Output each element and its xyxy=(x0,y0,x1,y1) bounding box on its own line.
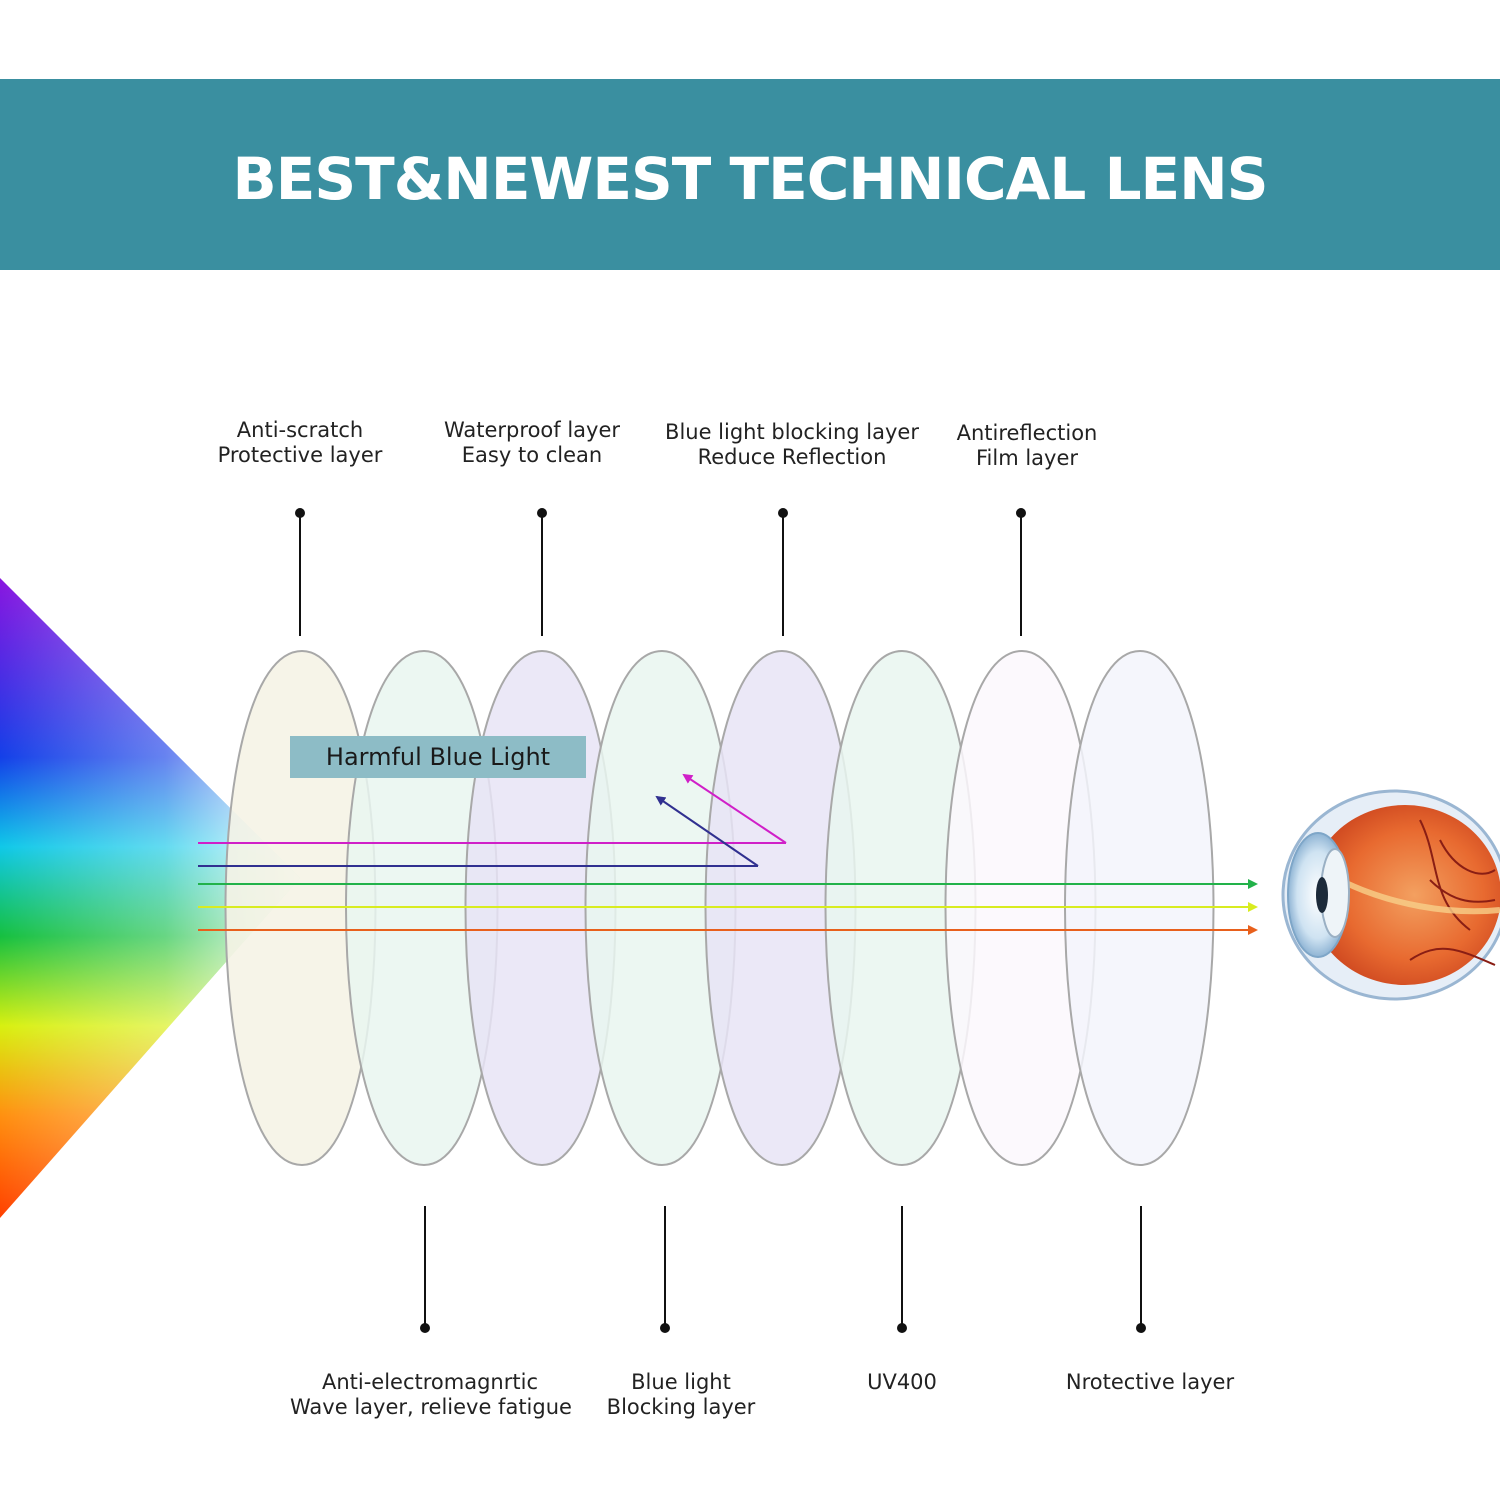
label-line: Film layer xyxy=(975,446,1079,470)
label-line: Wave layer, relieve fatigue xyxy=(290,1395,572,1419)
label-line: Blue light xyxy=(631,1370,731,1394)
light-rays xyxy=(198,773,1258,935)
label-line: Blocking layer xyxy=(606,1395,756,1419)
label-line: Anti-scratch xyxy=(236,418,364,442)
label-anti-scratch: Anti-scratch Protective layer xyxy=(160,418,440,468)
label-line: Nrotective layer xyxy=(1065,1370,1235,1394)
label-line: Protective layer xyxy=(217,443,383,467)
ray-blue-reflected xyxy=(655,795,759,867)
top-pointers xyxy=(295,508,1026,636)
label-line: Antireflection xyxy=(956,421,1098,445)
harmful-blue-light-callout: Harmful Blue Light xyxy=(290,736,586,778)
ray-magenta-reflected xyxy=(682,773,787,844)
label-protective: Nrotective layer xyxy=(1010,1370,1290,1395)
page-title: BEST&NEWEST TECHNICAL LENS xyxy=(232,145,1269,213)
label-line: Easy to clean xyxy=(461,443,603,467)
header-banner xyxy=(0,79,1500,270)
label-antireflection: Antireflection Film layer xyxy=(887,421,1167,471)
rainbow-light-beam-icon xyxy=(0,578,300,1218)
label-line: Waterproof layer xyxy=(443,418,621,442)
label-blue-light-blocking-bottom: Blue light Blocking layer xyxy=(541,1370,821,1420)
label-waterproof: Waterproof layer Easy to clean xyxy=(392,418,672,468)
label-line: Blue light blocking layer xyxy=(665,420,919,444)
label-blue-light-blocking: Blue light blocking layer Reduce Reflect… xyxy=(652,420,932,470)
label-uv400: UV400 xyxy=(762,1370,1042,1395)
label-anti-electromagnetic: Anti-electromagnrtic Wave layer, relieve… xyxy=(290,1370,572,1420)
eyeball-illustration-icon xyxy=(1281,789,1500,1001)
label-line: Anti-electromagnrtic xyxy=(321,1370,538,1394)
bottom-pointers xyxy=(420,1206,1146,1333)
label-line: UV400 xyxy=(867,1370,937,1394)
label-line: Reduce Reflection xyxy=(697,445,887,469)
